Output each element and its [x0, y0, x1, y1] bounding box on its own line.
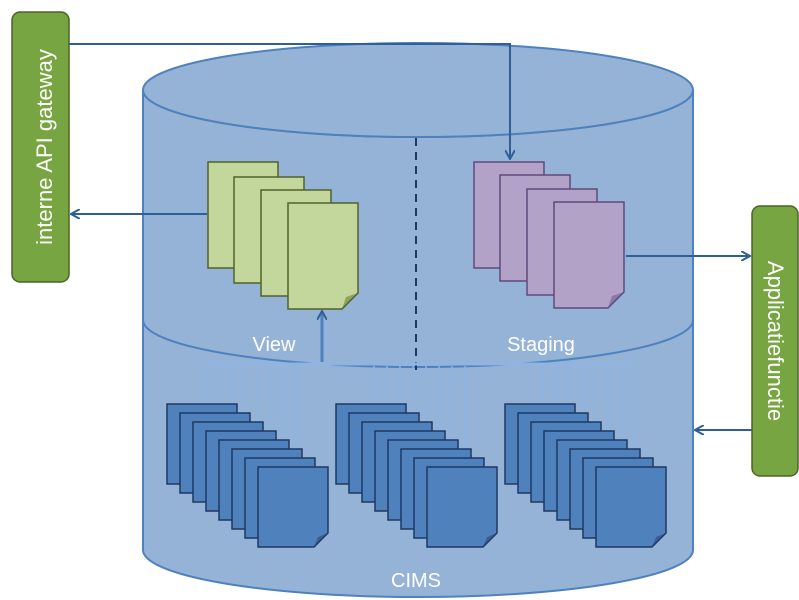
gateway-to-staging-arrow [69, 43, 510, 158]
flow-arrows [69, 43, 752, 430]
applicatiefunctie-label: Applicatiefunctie [763, 261, 788, 421]
cylinder-top [142, 42, 694, 138]
view-document [287, 202, 359, 310]
gateway-label: interne API gateway [32, 49, 57, 245]
staging-document [553, 201, 625, 309]
staging-documents [473, 161, 625, 309]
view-documents [207, 161, 359, 310]
gateway-box[interactable]: interne API gateway [11, 11, 70, 283]
staging-label: Staging [507, 334, 575, 356]
view-label: View [253, 334, 297, 356]
cims-documents [166, 403, 667, 548]
applicatiefunctie-box[interactable]: Applicatiefunctie [751, 205, 799, 477]
cims-document [426, 466, 498, 548]
cims-label: CIMS [391, 570, 441, 592]
cims-document [257, 466, 329, 548]
cims-document [595, 466, 667, 548]
layer-divider [142, 319, 694, 368]
